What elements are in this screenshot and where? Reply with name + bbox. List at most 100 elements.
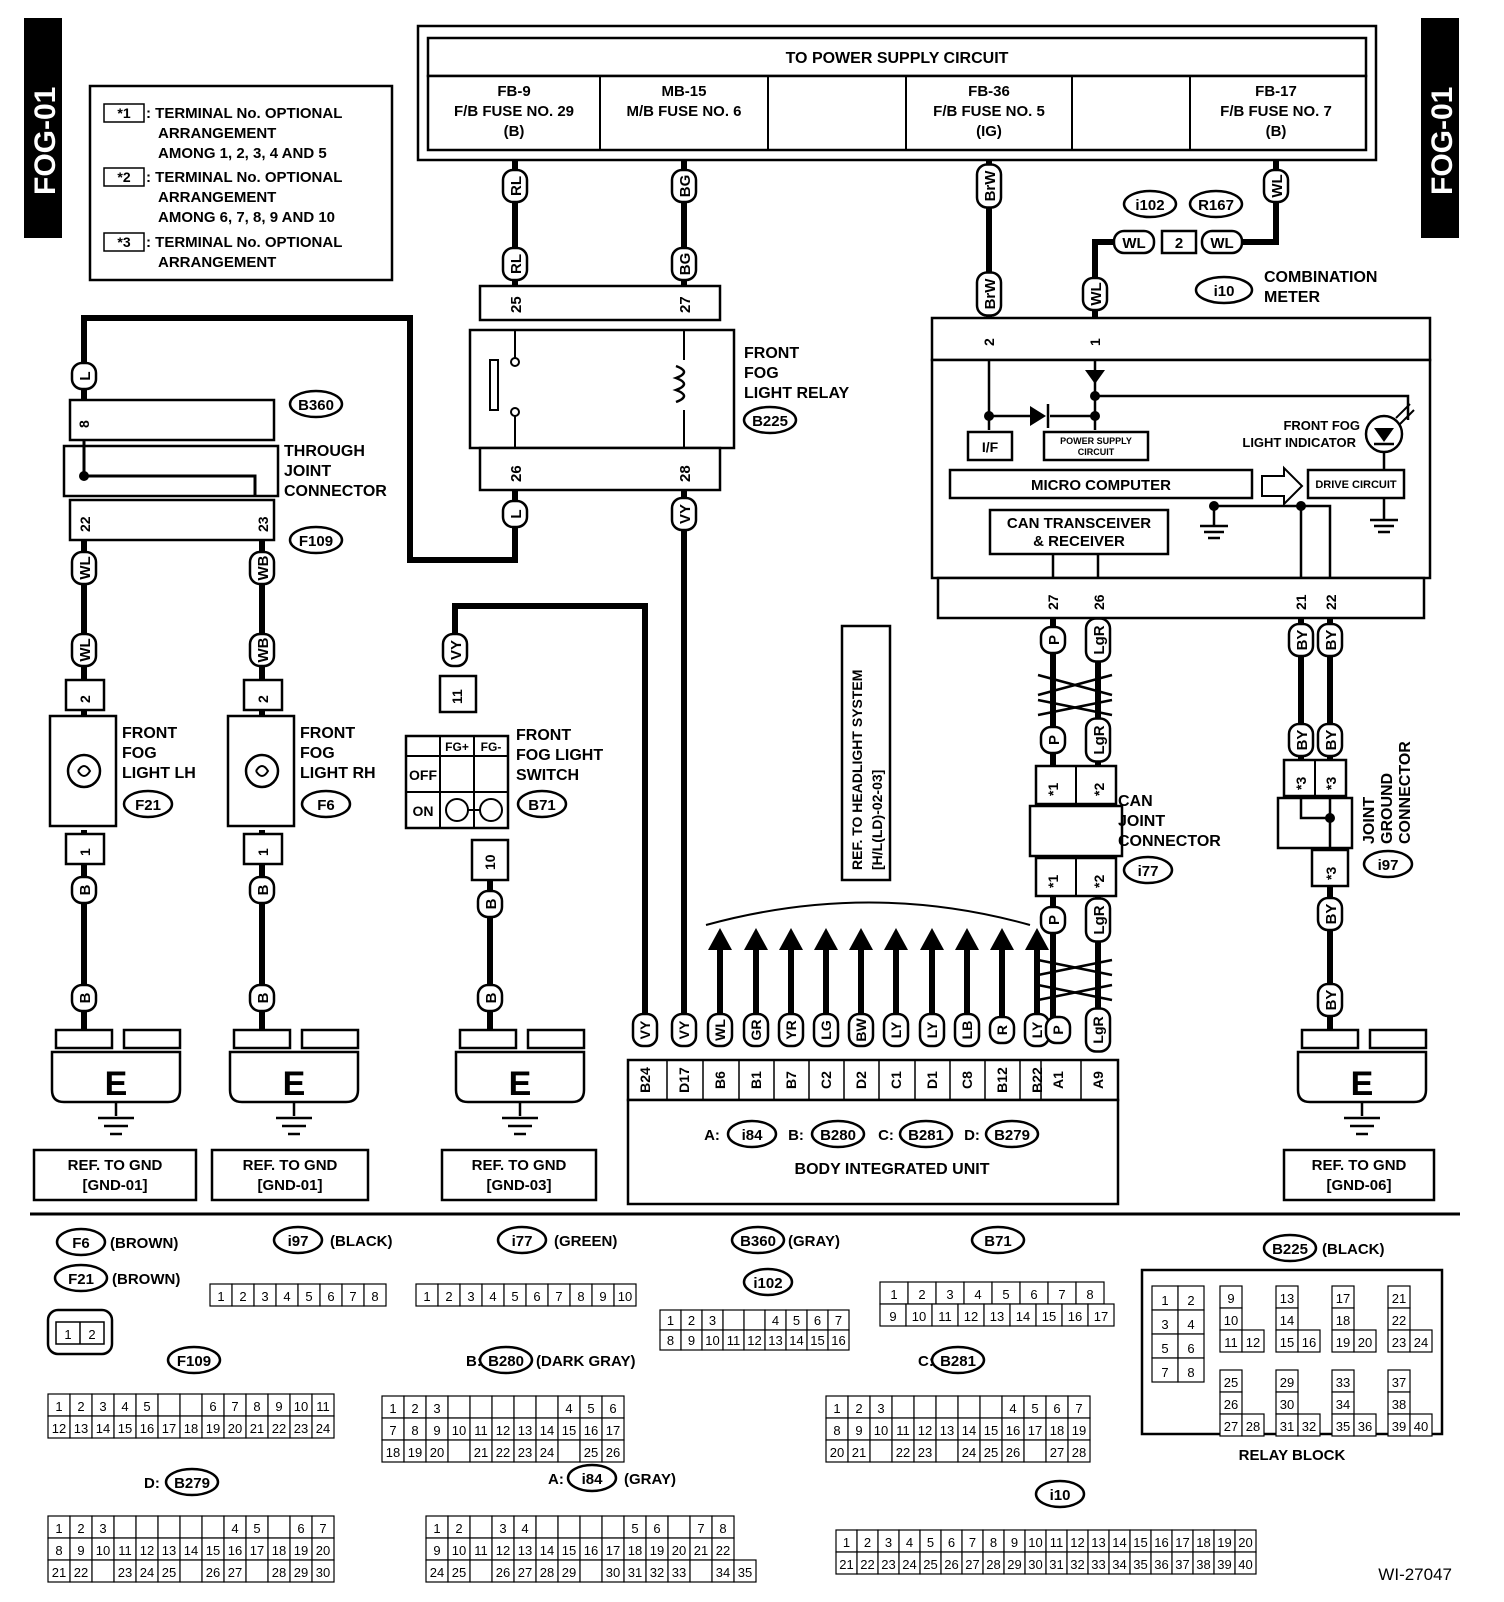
svg-text:MICRO COMPUTER: MICRO COMPUTER — [1031, 477, 1171, 494]
svg-text:ON: ON — [413, 803, 434, 819]
wire-label: B — [70, 983, 98, 1013]
svg-text:P: P — [1050, 1025, 1066, 1034]
svg-text:JOINT: JOINT — [1118, 813, 1165, 830]
svg-text:12: 12 — [1246, 1335, 1260, 1350]
connector-id: B279 — [164, 1467, 220, 1497]
biu-pin: PA1 — [1040, 1015, 1072, 1100]
svg-text:3: 3 — [499, 1521, 506, 1536]
svg-text:6: 6 — [297, 1521, 304, 1536]
wire-label: B — [248, 875, 276, 905]
svg-text:*1: *1 — [117, 105, 130, 121]
svg-text:8: 8 — [76, 420, 92, 428]
svg-text:VY: VY — [677, 504, 694, 524]
svg-text:7: 7 — [1161, 1365, 1168, 1380]
svg-text:21: 21 — [474, 1445, 488, 1460]
svg-text:18: 18 — [184, 1421, 198, 1436]
svg-text:BrW: BrW — [982, 170, 999, 202]
svg-text:REF. TO GND: REF. TO GND — [1312, 1157, 1407, 1174]
svg-text:5: 5 — [305, 1289, 312, 1304]
svg-text:7: 7 — [1075, 1401, 1082, 1416]
through-joint-connector: 8 22 23 B360 THROUGH JOINT CONNECTOR F10… — [62, 389, 387, 555]
connector-id: B225 — [1262, 1233, 1318, 1263]
svg-text:13: 13 — [940, 1423, 954, 1438]
svg-text:VY: VY — [676, 1020, 692, 1039]
svg-text:3: 3 — [709, 1313, 716, 1328]
svg-text:OFF: OFF — [409, 767, 437, 783]
svg-text:WB: WB — [255, 555, 272, 580]
wire-label: L — [501, 499, 529, 529]
svg-text:B:: B: — [788, 1127, 804, 1144]
svg-text:10: 10 — [705, 1333, 719, 1348]
svg-text:[GND-06]: [GND-06] — [1326, 1177, 1391, 1194]
svg-text:LIGHT RELAY: LIGHT RELAY — [744, 385, 850, 402]
svg-text:7: 7 — [555, 1289, 562, 1304]
svg-text:30: 30 — [1028, 1557, 1042, 1572]
svg-text:19: 19 — [1072, 1423, 1086, 1438]
svg-text:B: B — [77, 992, 94, 1003]
svg-text:FOG: FOG — [122, 745, 157, 762]
svg-text:3: 3 — [99, 1399, 106, 1414]
svg-text:2: 2 — [864, 1535, 871, 1550]
svg-text:5: 5 — [253, 1521, 260, 1536]
arrow-heads — [708, 928, 1049, 950]
svg-text:13: 13 — [768, 1333, 782, 1348]
svg-text:29: 29 — [562, 1565, 576, 1580]
svg-text:9: 9 — [433, 1423, 440, 1438]
biu-pin-labels: VYB24VYD17WLB6GRB1YRB7LGC2BWD2LYC1LYD1LB… — [631, 1007, 1112, 1100]
connector-id: F21 — [53, 1263, 109, 1293]
wire-label: BrW — [975, 271, 1003, 317]
svg-text:38: 38 — [1196, 1557, 1210, 1572]
svg-text:17: 17 — [606, 1543, 620, 1558]
svg-text:R167: R167 — [1198, 197, 1234, 214]
svg-text:5: 5 — [143, 1399, 150, 1414]
front-fog-light-relay: 25 27 26 28 FRONT FOG LIGHT RELAY B225 — [468, 284, 850, 492]
twisted-pair-marks — [1037, 673, 1113, 1002]
svg-text:CONNECTOR: CONNECTOR — [1397, 741, 1414, 844]
svg-text:GR: GR — [748, 1020, 764, 1041]
wire-label: P — [1039, 725, 1067, 755]
svg-text:B281: B281 — [940, 1353, 976, 1370]
svg-text:12: 12 — [52, 1421, 66, 1436]
svg-text:10: 10 — [452, 1423, 466, 1438]
svg-text:25: 25 — [1224, 1375, 1238, 1390]
svg-text:B281: B281 — [908, 1127, 944, 1144]
svg-text:*1: *1 — [1045, 783, 1061, 796]
svg-text:32: 32 — [1302, 1419, 1316, 1434]
svg-text:21: 21 — [1392, 1291, 1406, 1306]
svg-text:F/B FUSE NO. 29: F/B FUSE NO. 29 — [454, 103, 574, 120]
svg-text:18: 18 — [1196, 1535, 1210, 1550]
svg-text:29: 29 — [1280, 1375, 1294, 1390]
svg-text:LB: LB — [959, 1021, 975, 1040]
svg-text:F6: F6 — [317, 797, 335, 814]
svg-text:21: 21 — [250, 1421, 264, 1436]
wire-label: WL — [1262, 168, 1290, 204]
svg-text:16: 16 — [1154, 1535, 1168, 1550]
svg-text:E: E — [283, 1065, 306, 1103]
svg-text:7: 7 — [389, 1423, 396, 1438]
svg-text:BY: BY — [1323, 730, 1340, 751]
svg-text:1: 1 — [423, 1289, 430, 1304]
svg-text:21: 21 — [1293, 594, 1309, 610]
svg-text:1: 1 — [217, 1289, 224, 1304]
combination-meter: i102 R167 2 i10 COMBINATION METER 2 1 27… — [930, 189, 1432, 620]
svg-text:11: 11 — [896, 1423, 910, 1438]
svg-text:9: 9 — [275, 1399, 282, 1414]
svg-text:16: 16 — [831, 1333, 845, 1348]
svg-text:C:: C: — [878, 1127, 894, 1144]
svg-text:M/B FUSE NO. 6: M/B FUSE NO. 6 — [626, 103, 741, 120]
svg-text:7: 7 — [319, 1521, 326, 1536]
svg-text:BG: BG — [677, 253, 694, 276]
svg-text:JOINT: JOINT — [284, 463, 331, 480]
svg-text:32: 32 — [650, 1565, 664, 1580]
svg-text:20: 20 — [1358, 1335, 1372, 1350]
svg-text:19: 19 — [650, 1543, 664, 1558]
svg-text:i97: i97 — [1378, 857, 1399, 874]
svg-text:LY: LY — [1029, 1021, 1045, 1038]
svg-text:13: 13 — [74, 1421, 88, 1436]
svg-text:24: 24 — [430, 1565, 444, 1580]
